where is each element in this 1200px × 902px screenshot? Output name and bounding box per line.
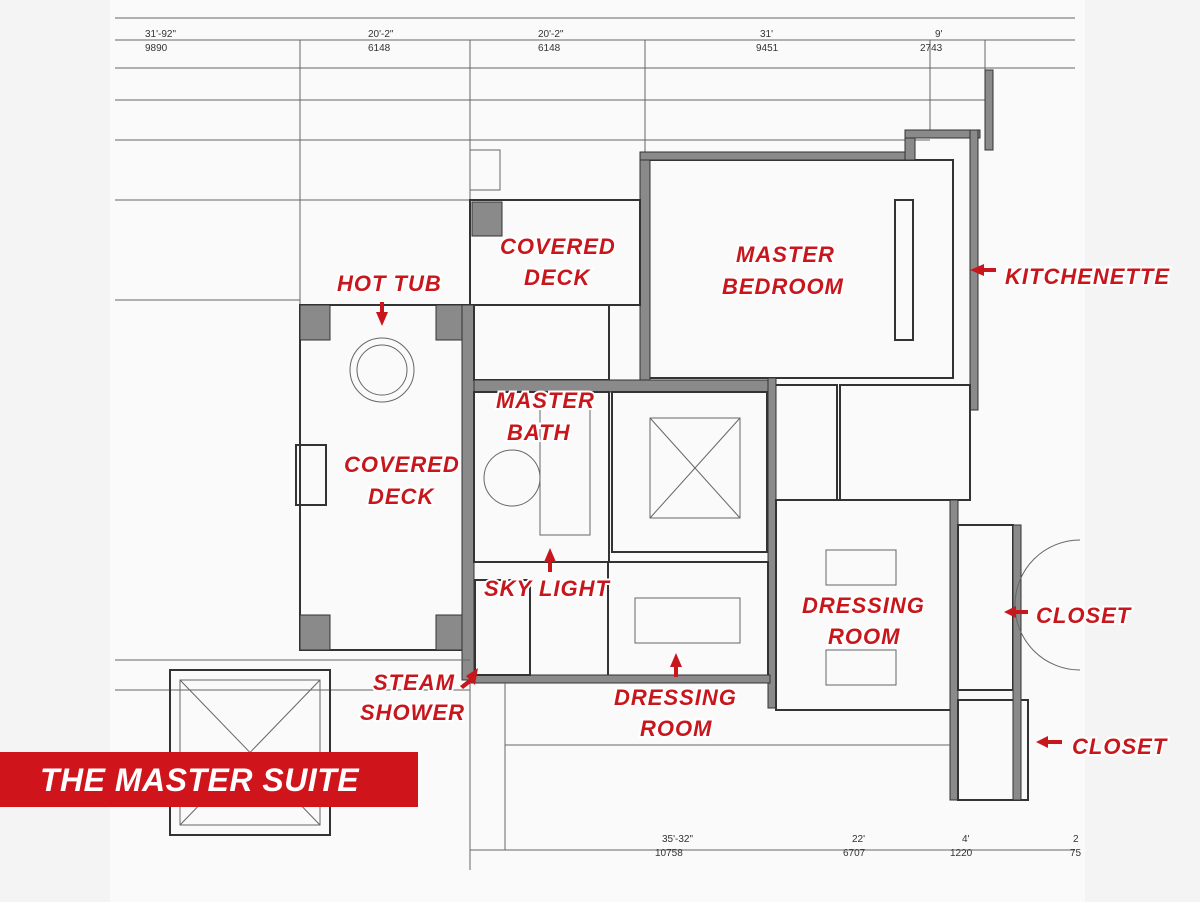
arrow-closet-2 — [1036, 736, 1062, 748]
svg-text:ROOM: ROOM — [828, 624, 900, 649]
arrow-kitchenette — [970, 264, 996, 276]
annotation-arrows — [376, 264, 1062, 748]
arrow-steam-shower — [460, 668, 478, 689]
arrow-closet-1 — [1004, 606, 1028, 618]
svg-text:22': 22' — [852, 834, 865, 845]
svg-text:DECK: DECK — [524, 265, 591, 290]
walls — [115, 69, 1081, 870]
svg-text:4': 4' — [962, 834, 970, 845]
label-closet-1: CLOSET — [1036, 603, 1132, 628]
room-labels: HOT TUB COVERED DECK MASTER BEDROOM KITC… — [335, 232, 1171, 761]
svg-text:1220: 1220 — [950, 848, 973, 859]
svg-text:9890: 9890 — [145, 43, 168, 54]
svg-text:31'-92": 31'-92" — [145, 29, 176, 40]
label-dressing-room-1: DRESSING — [614, 685, 737, 710]
svg-text:ROOM: ROOM — [640, 716, 712, 741]
label-covered-deck: COVERED — [344, 452, 460, 477]
label-master-bedroom: MASTER — [736, 242, 835, 267]
svg-text:6148: 6148 — [538, 43, 561, 54]
arrow-dressing-room — [670, 653, 682, 677]
title-text: THE MASTER SUITE — [40, 762, 360, 798]
bottom-dimension-labels: 35'-32" 10758 22' 6707 4' 1220 2 75 — [655, 834, 1082, 859]
svg-text:9451: 9451 — [756, 43, 779, 54]
label-steam-shower: STEAM — [373, 670, 455, 695]
svg-text:6707: 6707 — [843, 848, 866, 859]
svg-text:2743: 2743 — [920, 43, 943, 54]
label-kitchenette: KITCHENETTE — [1005, 264, 1170, 289]
svg-text:9': 9' — [935, 29, 943, 40]
arrow-sky-light — [544, 548, 556, 572]
svg-text:75: 75 — [1070, 848, 1082, 859]
label-master-bath: MASTER — [496, 388, 595, 413]
label-closet-2: CLOSET — [1072, 734, 1168, 759]
svg-text:BEDROOM: BEDROOM — [722, 274, 844, 299]
svg-text:20'-2": 20'-2" — [368, 29, 394, 40]
label-covered-deck-top: COVERED — [500, 234, 616, 259]
title-banner: THE MASTER SUITE — [0, 752, 418, 807]
top-dimension-lines — [115, 17, 1075, 650]
svg-text:2: 2 — [1073, 834, 1079, 845]
svg-text:BATH: BATH — [507, 420, 571, 445]
svg-text:20'-2": 20'-2" — [538, 29, 564, 40]
arrow-hot-tub — [376, 302, 388, 326]
svg-text:31': 31' — [760, 29, 773, 40]
svg-text:SHOWER: SHOWER — [360, 700, 465, 725]
label-hot-tub: HOT TUB — [337, 271, 442, 296]
top-dimension-labels: 31'-92" 9890 20'-2" 6148 20'-2" 6148 31'… — [145, 29, 943, 54]
svg-text:35'-32": 35'-32" — [662, 834, 693, 845]
svg-text:6148: 6148 — [368, 43, 391, 54]
svg-text:DECK: DECK — [368, 484, 435, 509]
label-sky-light: SKY LIGHT — [484, 576, 611, 601]
svg-text:10758: 10758 — [655, 848, 683, 859]
label-dressing-room-2: DRESSING — [802, 593, 925, 618]
